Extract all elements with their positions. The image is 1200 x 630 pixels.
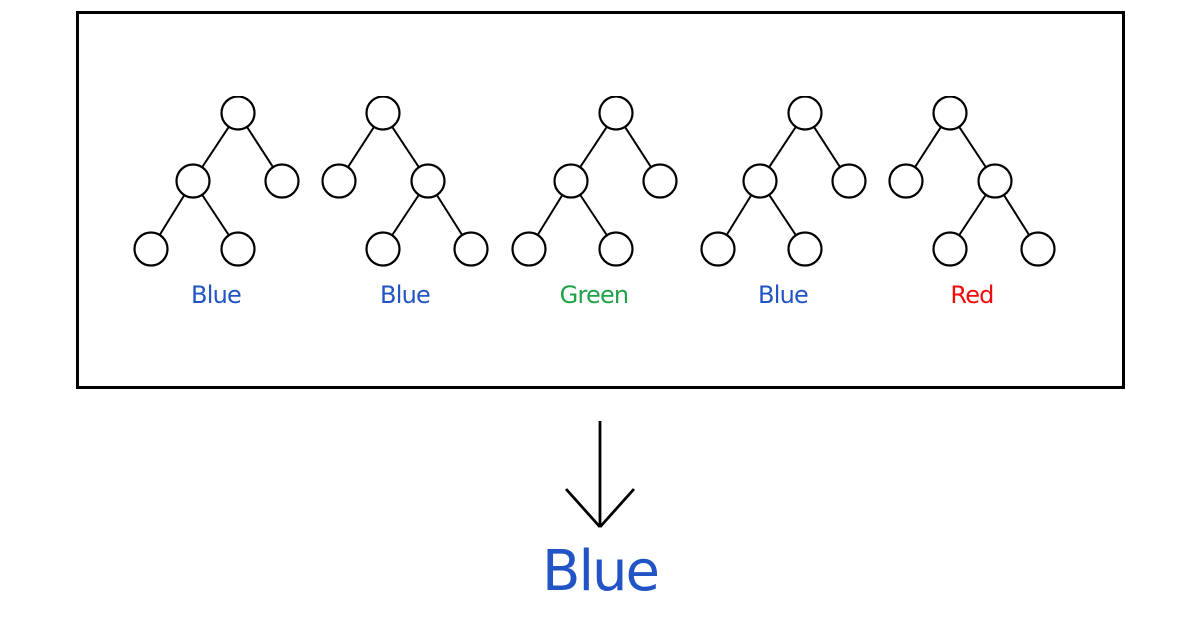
tree-2-vote-label: Blue [380, 281, 431, 309]
tree-node-left [175, 163, 211, 199]
decision-tree-1 [106, 96, 326, 268]
tree-node-root [787, 96, 823, 131]
tree-node-left-left [511, 231, 547, 267]
final-prediction-label: Blue [542, 539, 660, 604]
tree-node-right [410, 163, 446, 199]
down-arrow-icon [564, 421, 636, 528]
tree-node-root [365, 96, 401, 131]
tree-5-graph [888, 96, 1056, 267]
decision-tree-3 [484, 96, 704, 268]
tree-node-left-right [220, 231, 256, 267]
tree-node-root [598, 96, 634, 131]
tree-2-graph [321, 96, 489, 267]
tree-node-right-right [453, 231, 489, 267]
tree-node-left-left [133, 231, 169, 267]
tree-node-right [264, 163, 300, 199]
decision-tree-2 [295, 96, 515, 268]
tree-node-root [932, 96, 968, 131]
tree-1-vote-label: Blue [191, 281, 242, 309]
tree-3-graph [511, 96, 678, 267]
tree-4-vote-label: Blue [758, 281, 809, 309]
decision-tree-4 [673, 96, 893, 268]
tree-node-right-right [1020, 231, 1056, 267]
forest-box [76, 11, 1125, 389]
tree-node-left-right [598, 231, 634, 267]
tree-1-graph [133, 96, 300, 267]
tree-node-right [642, 163, 678, 199]
tree-5-vote-label: Red [950, 281, 994, 309]
tree-node-left-right [787, 231, 823, 267]
tree-node-right-left [365, 231, 401, 267]
tree-node-left [742, 163, 778, 199]
tree-node-root [220, 96, 256, 131]
tree-node-left-left [700, 231, 736, 267]
tree-node-right [831, 163, 867, 199]
tree-4-graph [700, 96, 867, 267]
tree-node-left [888, 163, 924, 199]
decision-tree-5 [862, 96, 1082, 268]
tree-3-vote-label: Green [559, 281, 629, 309]
tree-node-left [553, 163, 589, 199]
tree-node-left [321, 163, 357, 199]
tree-node-right-left [932, 231, 968, 267]
tree-node-right [977, 163, 1013, 199]
